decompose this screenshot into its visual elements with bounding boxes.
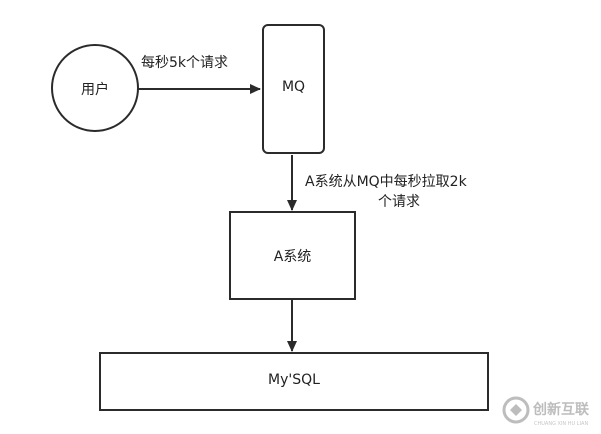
watermark-logo: 创新互联 CHUANG XIN HU LIAN	[500, 392, 600, 430]
edge-label-mq-to-system-a-line2: 个请求	[378, 194, 420, 210]
watermark-en-text: CHUANG XIN HU LIAN	[534, 421, 588, 427]
mysql-node-shape	[99, 352, 489, 411]
mq-node-shape	[262, 24, 325, 154]
user-node-label: 用户	[81, 82, 109, 98]
watermark-logo-icon: 创新互联 CHUANG XIN HU LIAN	[502, 396, 590, 427]
system-a-node-label: A系统	[273, 249, 312, 265]
edge-label-mq-to-system-a-line1: A系统从MQ中每秒拉取2k	[305, 174, 467, 190]
mq-node-label: MQ	[281, 79, 306, 95]
edge-label-user-to-mq: 每秒5k个请求	[141, 55, 229, 71]
watermark-cn-text: 创新互联	[532, 401, 590, 418]
mysql-node-label: My'SQL	[268, 372, 320, 388]
